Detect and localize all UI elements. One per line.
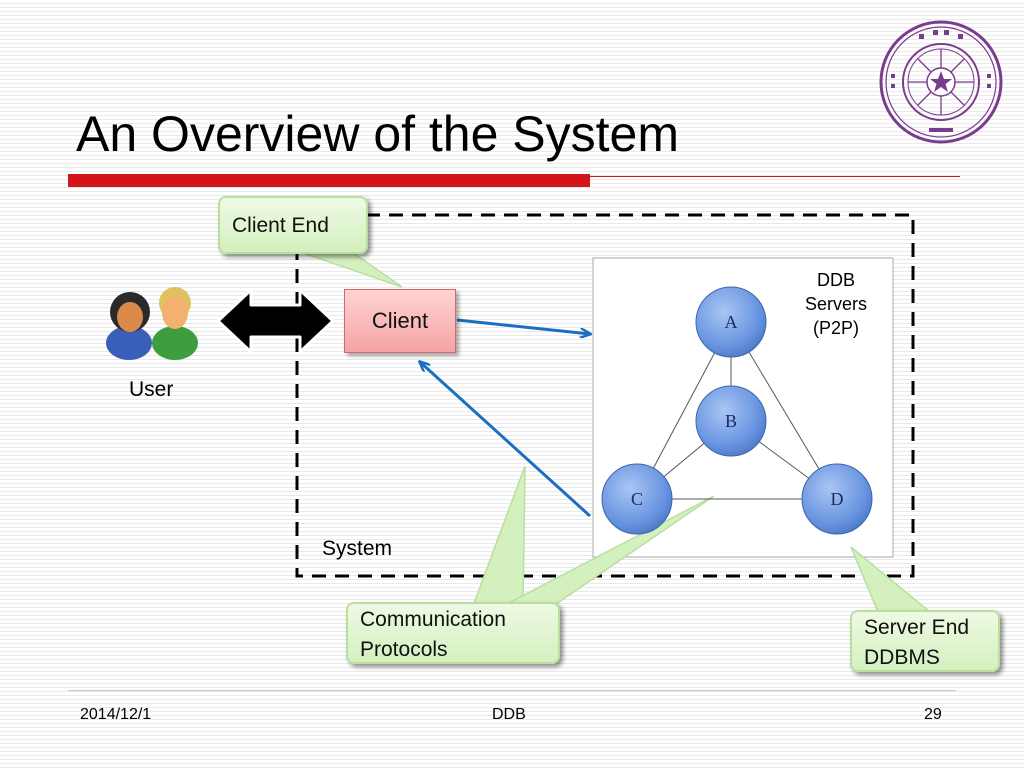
slide-title: An Overview of the System	[76, 106, 680, 162]
node-b-label: B	[725, 411, 737, 431]
node-d-label: D	[831, 489, 844, 509]
ddb-servers-line-3: (P2P)	[812, 318, 859, 338]
communication-line-2: Protocols	[360, 638, 448, 661]
communication-line-1: Communication	[360, 608, 506, 631]
server-end-line-1: Server End	[864, 616, 970, 639]
client-end-callout: Client End	[218, 196, 368, 254]
footer-page-number: 29	[924, 706, 942, 723]
title-underline-thick	[68, 174, 590, 187]
footer-center: DDB	[492, 706, 526, 723]
communication-pointer	[471, 465, 526, 607]
servers-to-client-arrow	[420, 362, 592, 518]
node-a-label: A	[725, 312, 738, 332]
ddb-servers-line-2: Servers	[804, 294, 867, 314]
user-client-double-arrow	[216, 288, 335, 354]
client-to-servers-arrow	[456, 318, 590, 334]
user-label: User	[129, 378, 174, 401]
communication-callout: Communication Protocols	[346, 602, 560, 664]
university-seal-logo	[879, 20, 1003, 144]
ddb-servers-line-1: DDB	[816, 270, 855, 290]
ddb-servers-label: DDB Servers (P2P)	[790, 268, 882, 340]
system-label: System	[322, 537, 393, 560]
client-box: Client	[344, 289, 456, 353]
client-end-text: Client End	[232, 214, 329, 237]
title-underline-thin	[590, 176, 960, 177]
footer-divider	[68, 690, 956, 691]
server-end-callout: Server End DDBMS	[850, 610, 1000, 672]
system-boundary	[295, 213, 915, 578]
node-c-label: C	[631, 489, 643, 509]
footer-date: 2014/12/1	[80, 706, 152, 723]
node-a	[695, 286, 767, 358]
node-c	[601, 463, 673, 535]
client-end-pointer	[299, 251, 403, 288]
node-d	[801, 463, 873, 535]
node-b	[695, 385, 767, 457]
user-icon	[106, 287, 198, 360]
server-end-line-2: DDBMS	[864, 646, 940, 669]
